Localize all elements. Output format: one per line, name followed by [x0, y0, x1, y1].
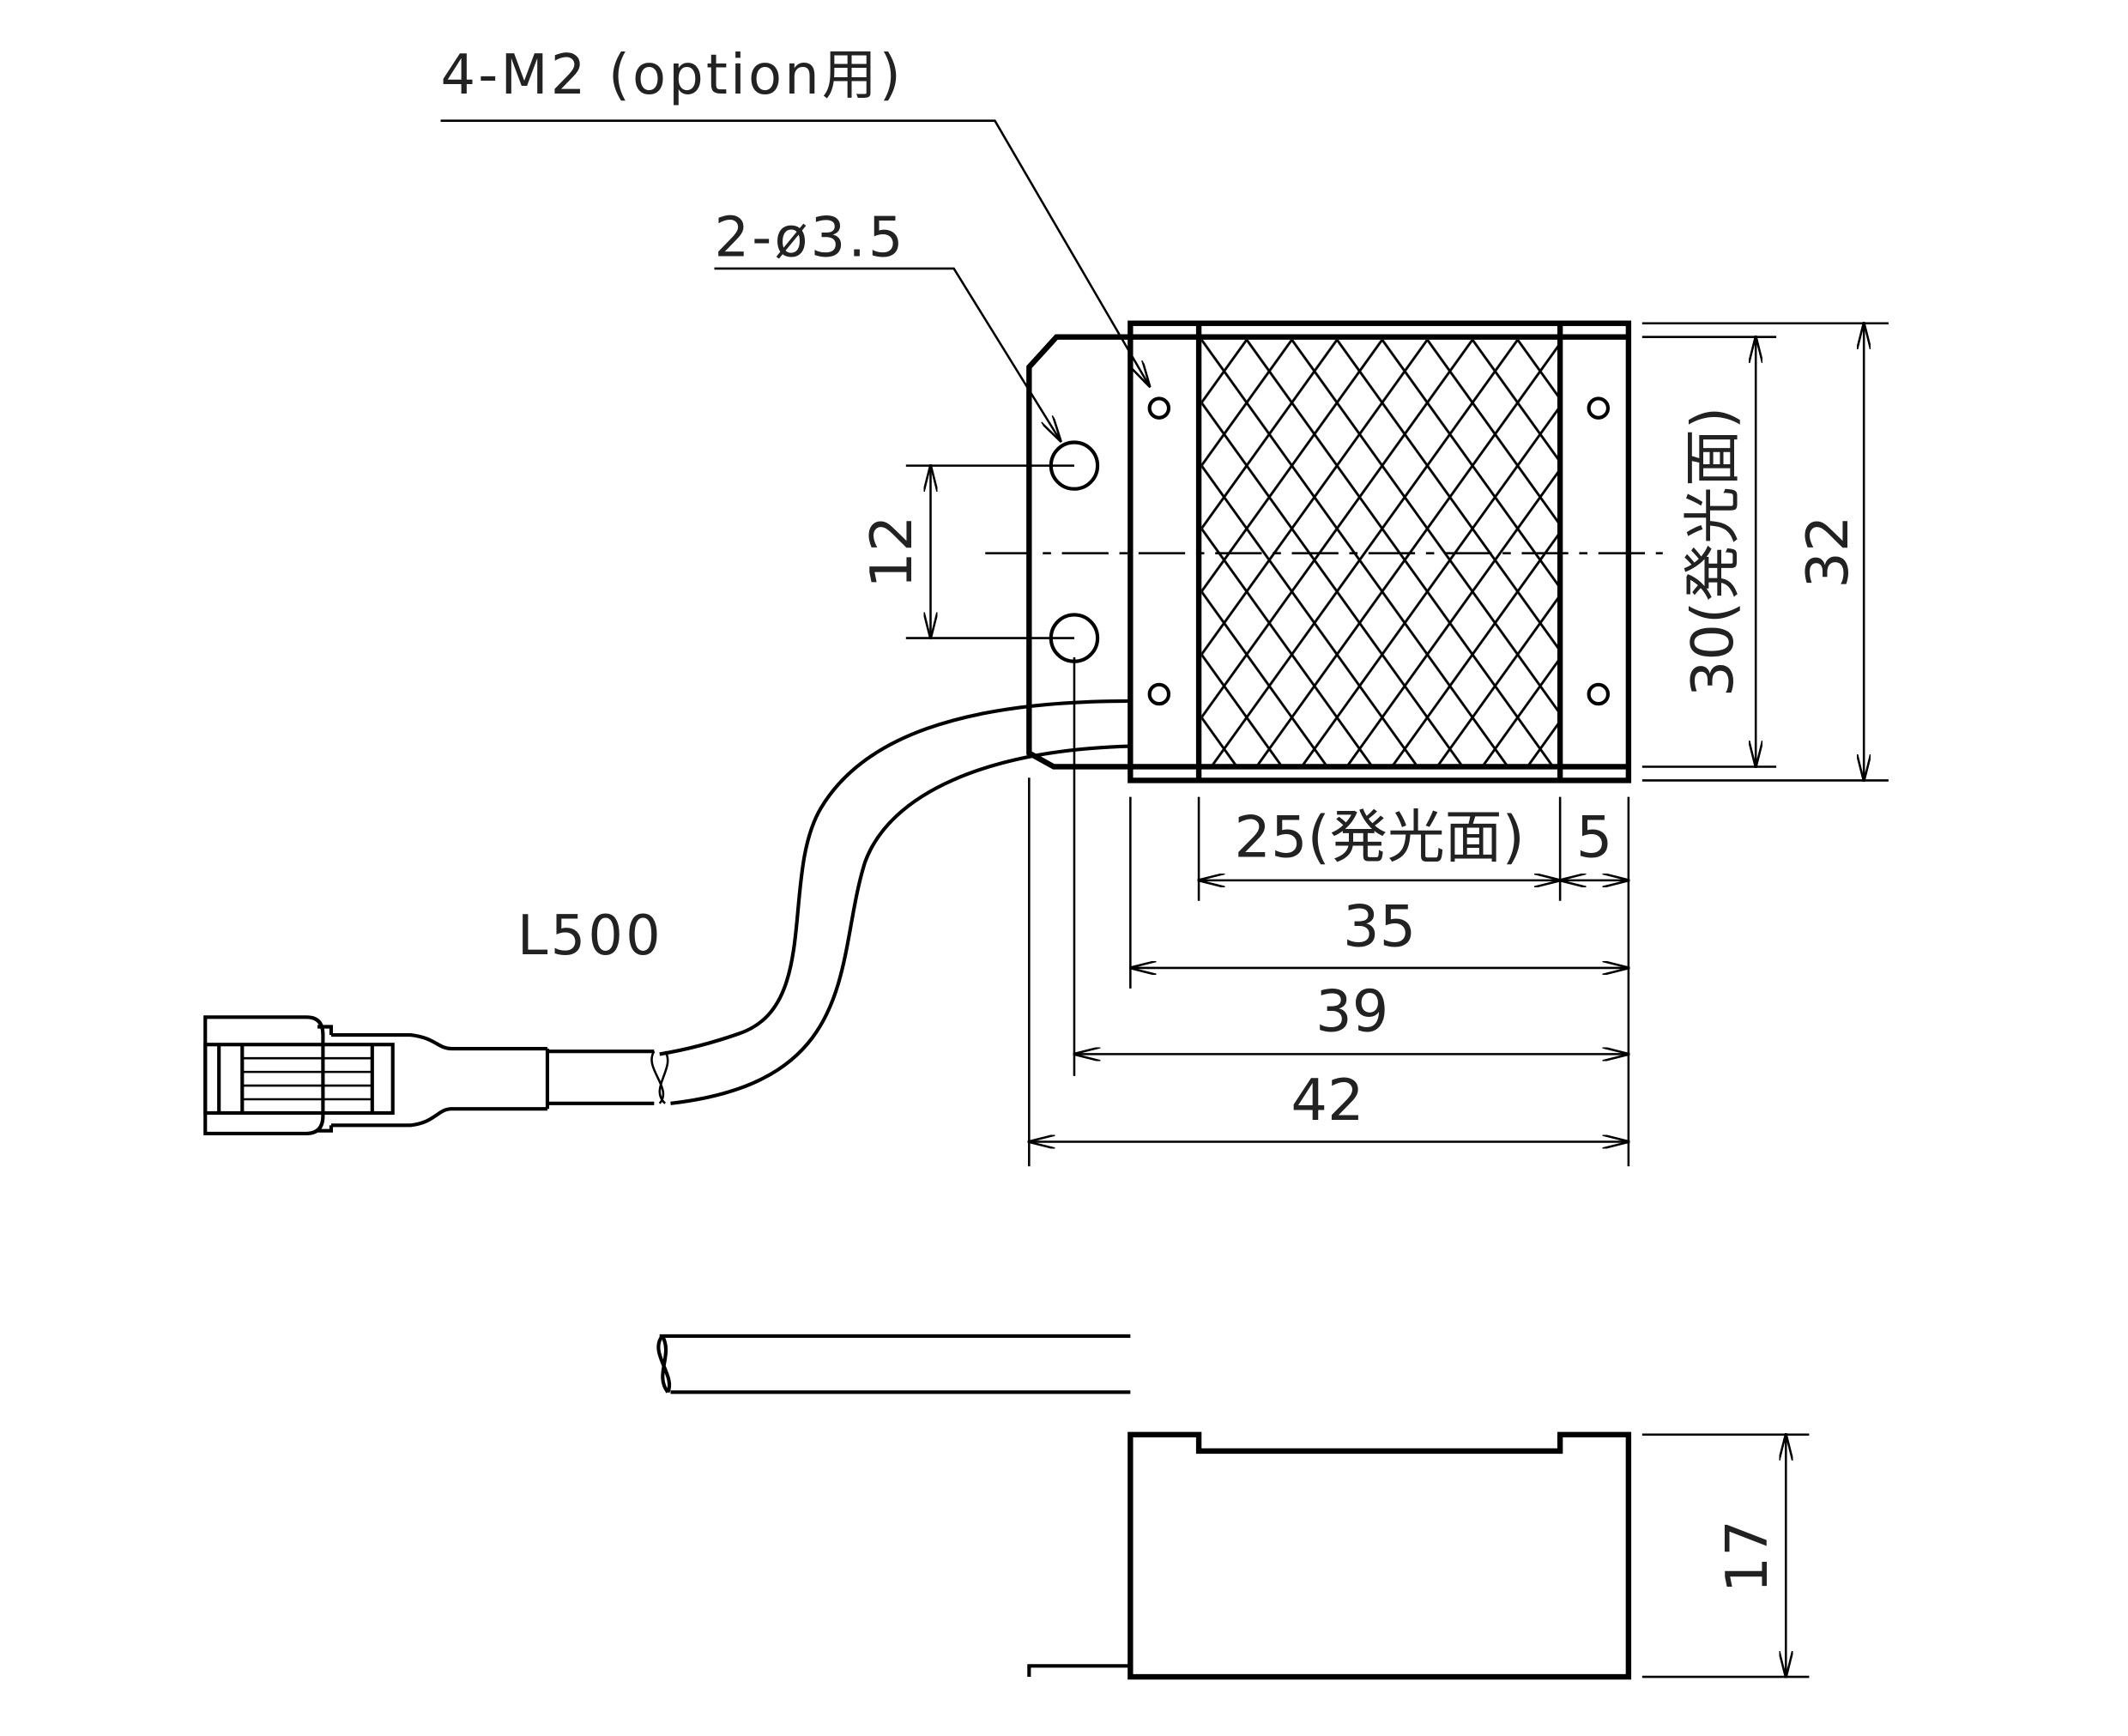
dimension-width-35: 35 [1130, 892, 1629, 968]
cable-upper-edge [659, 699, 1131, 1056]
side-cable-break [656, 1334, 672, 1394]
mount-hole-label: 2-ø3.5 [715, 207, 906, 270]
light-body [1127, 320, 1632, 783]
cable-lower-edge [670, 744, 1131, 1105]
side-body [1127, 1431, 1632, 1680]
m2-hole [1587, 682, 1611, 706]
svg-text:42: 42 [1291, 1067, 1363, 1134]
svg-text:30(発光面): 30(発光面) [1679, 407, 1746, 697]
dimension-side-margin: 5 [1560, 804, 1629, 880]
svg-text:12: 12 [858, 515, 925, 588]
svg-text:5: 5 [1576, 804, 1613, 871]
top-view: 4-M2 (option用) 2-ø3.5 L500 12 30(発光面) 32 [203, 44, 1889, 1167]
mount-screw-label: 4-M2 (option用) [441, 44, 904, 107]
connector [203, 1015, 655, 1135]
side-flange [1027, 1664, 1131, 1678]
cable-length-label: L500 [517, 904, 663, 968]
svg-text:17: 17 [1714, 1520, 1780, 1593]
svg-text:35: 35 [1343, 892, 1416, 959]
dimension-emit-height: 30(発光面) [1641, 337, 1777, 767]
dimension-width-42: 42 [1029, 1067, 1629, 1142]
cable-break [650, 1050, 669, 1104]
dimension-body-height: 32 [1641, 324, 1889, 781]
m2-hole [1147, 682, 1171, 706]
dimension-hole-pitch: 12 [858, 466, 1074, 638]
m2-hole [1147, 396, 1171, 420]
side-view: 17 [656, 1334, 1810, 1680]
mounting-flange [1026, 334, 1131, 770]
dimension-thickness: 17 [1641, 1435, 1810, 1677]
dimension-emit-width: 25(発光面) [1199, 804, 1560, 880]
m2-hole [1587, 396, 1611, 420]
svg-text:32: 32 [1794, 515, 1861, 588]
svg-text:39: 39 [1315, 977, 1388, 1044]
mount-hole-leader [714, 267, 1061, 441]
mount-screw-leader [440, 119, 1150, 386]
svg-text:25(発光面): 25(発光面) [1234, 804, 1524, 871]
dimension-width-39: 39 [1074, 977, 1629, 1054]
